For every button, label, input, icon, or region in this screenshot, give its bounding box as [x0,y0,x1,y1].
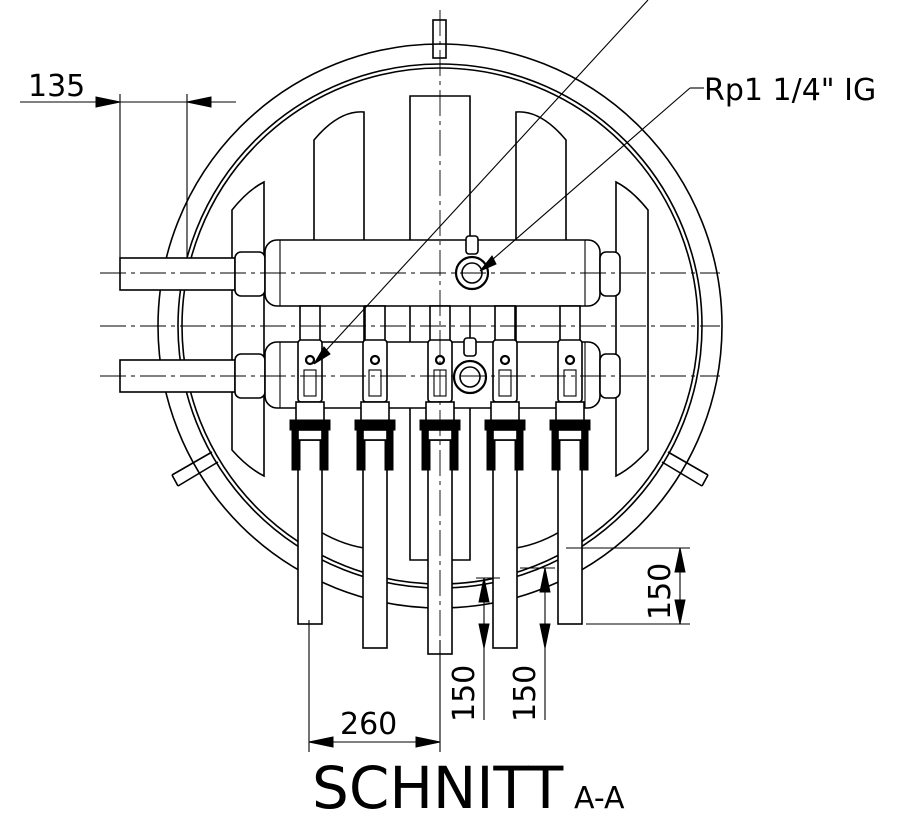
dim-150-right [566,547,690,625]
union-insert-2 [362,429,388,441]
lower-port-outer [452,359,488,395]
union-right-4 [514,429,524,471]
top-stub [432,19,447,59]
dim-260 [308,620,441,752]
section-title: SCHNITT A-A [312,754,625,822]
flow-meter-knob-1 [304,354,316,366]
flow-meter-window-2 [368,369,382,397]
upper-port-outer [454,255,490,291]
flow-meter-2 [362,339,388,403]
outlet-pipe-5 [557,439,583,625]
nipple-4 [494,305,516,343]
dim-150-mid-a [476,577,500,720]
center-lines [100,10,720,640]
upper-manifold-left-cap [234,251,266,297]
union-right-3 [449,429,459,471]
nipple-1 [299,305,321,343]
side-connections [119,257,236,393]
flow-meter-window-5 [563,369,577,397]
outlet-pipe-2 [362,439,388,649]
left-foot [171,451,219,487]
outlet-pipe-1 [297,439,323,625]
section-title-sub: A-A [574,781,625,816]
section-title-main: SCHNITT [312,754,564,822]
valve-nut-5 [555,401,585,423]
nipple-5 [559,305,581,343]
outlet-pipe-4 [492,439,518,649]
thread-callout: Rp1 1/4" IG [704,73,876,108]
union-insert-4 [492,429,518,441]
dim-150-mid-b-label: 150 [508,665,543,722]
dim-150-mid-a-label: 150 [447,665,482,722]
union-top-5 [549,419,591,431]
lower-port-inner [459,366,481,388]
flow-meter-4 [492,339,518,403]
valve-nut-1 [295,401,325,423]
dim-135-label: 135 [28,69,85,104]
upper-manifold-right-cap [599,251,621,297]
flow-meter-1 [297,339,323,403]
flow-meter-5 [557,339,583,403]
flow-meter-knob-4 [499,354,511,366]
dim-150-mid-b [520,567,555,720]
upper-vent [465,235,479,255]
flow-meter-knob-2 [369,354,381,366]
dim-135 [20,94,236,258]
right-foot [661,451,709,487]
lower-vent [463,337,477,357]
valve-nut-4 [490,401,520,423]
upper-side-pipe [119,257,236,291]
union-left-3 [421,429,431,471]
union-left-5 [551,429,561,471]
lower-side-pipe [119,359,236,393]
dim-260-label: 260 [340,707,397,742]
baffle-right-outer [615,180,649,478]
union-top-4 [484,419,526,431]
upper-manifold [234,235,621,307]
union-right-2 [384,429,394,471]
union-top-2 [354,419,396,431]
union-left-1 [291,429,301,471]
nipple-2 [364,305,386,343]
flow-meter-window-1 [303,369,317,397]
flow-meter-window-4 [498,369,512,397]
baffle-left-outer [231,180,265,478]
nipples [299,305,581,343]
leaders [313,0,704,365]
union-insert-5 [557,429,583,441]
flow-meter-knob-5 [564,354,576,366]
union-right-5 [579,429,589,471]
union-top-1 [289,419,331,431]
dim-150-right-label: 150 [643,563,678,620]
union-right-1 [319,429,329,471]
valve-nut-2 [360,401,390,423]
union-insert-1 [297,429,323,441]
union-left-2 [356,429,366,471]
union-left-4 [486,429,496,471]
